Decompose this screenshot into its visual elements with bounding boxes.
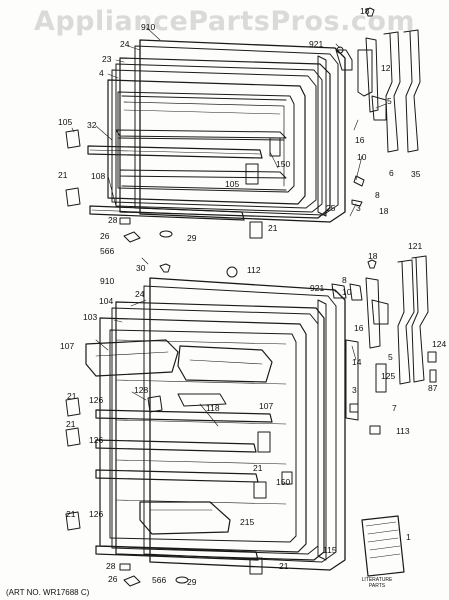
callout-125: 125 <box>381 371 396 381</box>
callout-24-b: 24 <box>135 289 145 299</box>
callout-7: 7 <box>392 403 397 413</box>
callout-126-c: 126 <box>89 509 104 519</box>
callout-5: 5 <box>387 96 392 106</box>
freezer-door-assembly <box>65 7 421 243</box>
callout-35: 35 <box>411 169 421 179</box>
callout-921: 921 <box>309 39 324 49</box>
callout-921-b: 921 <box>310 283 325 293</box>
callout-21-b: 21 <box>268 223 278 233</box>
callout-3-b: 3 <box>352 385 357 395</box>
callout-121: 121 <box>408 241 423 251</box>
callout-30: 30 <box>136 263 146 273</box>
callout-18: 18 <box>360 6 370 16</box>
callout-105-b: 105 <box>225 179 240 189</box>
callout-24: 24 <box>120 39 130 49</box>
callout-124: 124 <box>432 339 447 349</box>
callout-910-b: 910 <box>100 276 115 286</box>
art-number: (ART NO. WR17688 C) <box>6 588 90 597</box>
leader-lines <box>71 27 387 427</box>
callout-28: 28 <box>108 215 118 225</box>
callout-29-b: 29 <box>187 577 197 587</box>
callout-32: 32 <box>87 120 97 130</box>
callout-113: 113 <box>396 426 410 436</box>
callout-150: 150 <box>276 159 291 169</box>
callout-105: 105 <box>58 117 73 127</box>
callout-8-b: 8 <box>342 275 347 285</box>
callout-107: 107 <box>60 341 75 351</box>
callout-3: 3 <box>356 203 361 213</box>
callout-28-b: 28 <box>106 561 116 571</box>
callout-29: 29 <box>187 233 197 243</box>
fresh-food-door-assembly <box>65 255 437 587</box>
callout-26-b: 26 <box>108 574 118 584</box>
callout-112: 112 <box>247 265 261 275</box>
callout-21-f: 21 <box>66 509 76 519</box>
callout-6: 6 <box>389 168 394 178</box>
callout-21-g: 21 <box>279 561 289 571</box>
callout-150-b: 150 <box>276 477 291 487</box>
callout-16-b: 16 <box>354 323 364 333</box>
callout-18-c: 18 <box>368 251 378 261</box>
callout-10-b: 10 <box>342 287 352 297</box>
callout-566: 566 <box>100 246 115 256</box>
callout-16: 16 <box>355 135 365 145</box>
literature-parts-label: LITERATURE PARTS <box>361 577 393 589</box>
callout-26: 26 <box>100 231 110 241</box>
callout-21-c: 21 <box>67 391 77 401</box>
callout-115: 115 <box>323 545 337 555</box>
callout-126: 126 <box>89 395 104 405</box>
callout-566-b: 566 <box>152 575 167 585</box>
callout-23: 23 <box>102 54 112 64</box>
callout-21-d: 21 <box>66 419 76 429</box>
callout-25: 25 <box>326 203 336 213</box>
callout-18-b: 18 <box>379 206 389 216</box>
callout-128: 128 <box>134 385 149 395</box>
callout-12: 12 <box>381 63 391 73</box>
callout-4: 4 <box>99 68 104 78</box>
callout-5-b: 5 <box>388 352 393 362</box>
callout-87: 87 <box>428 383 438 393</box>
callout-8: 8 <box>375 190 380 200</box>
callout-10: 10 <box>357 152 367 162</box>
callout-21-e: 21 <box>253 463 263 473</box>
callout-14: 14 <box>352 357 362 367</box>
callout-126-b: 126 <box>89 435 104 445</box>
callout-910: 910 <box>141 22 156 32</box>
callout-1: 1 <box>406 532 411 542</box>
callout-215: 215 <box>240 517 255 527</box>
callout-108: 108 <box>91 171 106 181</box>
callout-104: 104 <box>99 296 114 306</box>
callout-118: 118 <box>206 403 220 413</box>
callout-103: 103 <box>83 312 98 322</box>
watermark: AppliancePartsPros.com <box>33 6 416 37</box>
callout-21: 21 <box>58 170 68 180</box>
callout-107-b: 107 <box>259 401 274 411</box>
